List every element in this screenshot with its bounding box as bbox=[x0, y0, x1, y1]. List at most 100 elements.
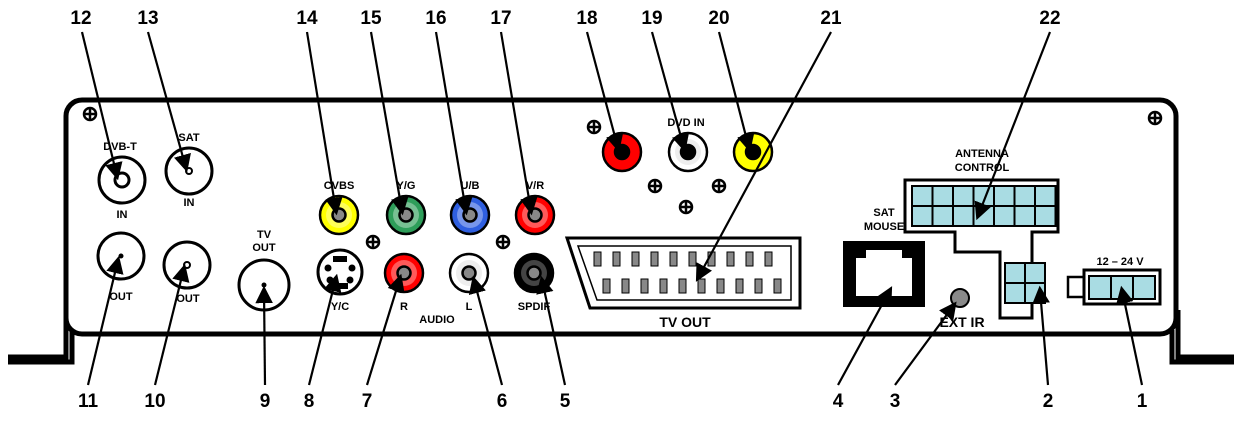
rf-out-connector bbox=[96, 231, 146, 281]
scart-pin bbox=[754, 278, 763, 294]
callout-numbers-top: 12 13 14 15 16 17 18 19 20 21 22 bbox=[70, 8, 1060, 29]
callout-22: 22 bbox=[1039, 8, 1060, 29]
label-v-r: V/R bbox=[526, 180, 544, 192]
label-l: L bbox=[466, 301, 473, 313]
right-foot bbox=[1169, 310, 1234, 365]
label-antenna: ANTENNA bbox=[955, 148, 1009, 160]
antenna-pin bbox=[993, 185, 1016, 207]
screws bbox=[82, 106, 1163, 250]
leader-4 bbox=[837, 286, 893, 386]
label-ext-ir: EXT IR bbox=[939, 314, 984, 330]
leader-13 bbox=[146, 31, 191, 173]
callout-4: 4 bbox=[833, 391, 844, 412]
callout-1: 1 bbox=[1137, 391, 1148, 412]
scart-pin bbox=[621, 278, 630, 294]
dvb-t-in-connector bbox=[97, 155, 147, 205]
callout-7: 7 bbox=[362, 391, 373, 412]
v-r-jack bbox=[514, 194, 556, 236]
label-sat: SAT bbox=[178, 132, 199, 144]
antenna-pin bbox=[1013, 185, 1036, 207]
antenna-pin bbox=[931, 185, 954, 207]
leader-8 bbox=[307, 273, 342, 386]
scart-pin bbox=[688, 251, 697, 267]
antenna-control-connector bbox=[903, 178, 1060, 320]
leader-7 bbox=[365, 273, 405, 386]
label-antenna-control: CONTROL bbox=[955, 162, 1010, 174]
callout-9: 9 bbox=[260, 391, 271, 412]
left-foot bbox=[8, 310, 75, 365]
screw bbox=[711, 178, 727, 194]
antenna-pin bbox=[952, 205, 975, 227]
callout-3: 3 bbox=[890, 391, 901, 412]
scart-pin bbox=[678, 278, 687, 294]
scart-pin bbox=[764, 251, 773, 267]
leader-1 bbox=[1116, 285, 1144, 386]
label-cvbs: CVBS bbox=[324, 180, 355, 192]
screw bbox=[82, 106, 98, 122]
connector-labels: DVB-T IN SAT IN OUT OUT TV OUT CVBS Y/G … bbox=[103, 117, 1144, 330]
label-tv: TV bbox=[257, 229, 272, 241]
leader-2 bbox=[1032, 285, 1050, 386]
antenna-pin bbox=[911, 205, 934, 227]
antenna-pin bbox=[972, 205, 995, 227]
leader-3 bbox=[894, 301, 957, 386]
leader-lines bbox=[80, 31, 1144, 386]
scart-pin bbox=[745, 251, 754, 267]
scart-pin bbox=[735, 278, 744, 294]
scart-connector bbox=[564, 236, 802, 310]
label-dvb-t: DVB-T bbox=[103, 141, 137, 153]
label-power: 12 – 24 V bbox=[1096, 256, 1144, 268]
antenna-pin bbox=[1013, 205, 1036, 227]
callout-17: 17 bbox=[490, 8, 511, 29]
label-tv-out: OUT bbox=[252, 242, 276, 254]
callout-5: 5 bbox=[560, 391, 571, 412]
callout-20: 20 bbox=[708, 8, 729, 29]
antenna-pin bbox=[1034, 205, 1057, 227]
antenna-pin bbox=[1004, 282, 1026, 304]
callout-19: 19 bbox=[641, 8, 662, 29]
label-dvd-in: DVD IN bbox=[667, 117, 704, 129]
label-spdif: SPDIF bbox=[518, 301, 551, 313]
antenna-pin bbox=[931, 205, 954, 227]
dvd-in-white-jack bbox=[667, 131, 709, 173]
leader-9 bbox=[255, 285, 273, 386]
scart-pin bbox=[593, 251, 602, 267]
antenna-pin bbox=[993, 205, 1016, 227]
spdif-jack bbox=[513, 252, 555, 294]
leader-11 bbox=[86, 255, 124, 386]
callout-12: 12 bbox=[70, 8, 91, 29]
u-b-jack bbox=[449, 194, 491, 236]
antenna-pin bbox=[1004, 262, 1026, 284]
antenna-pin bbox=[911, 185, 934, 207]
leader-6 bbox=[468, 275, 504, 386]
label-out-1: OUT bbox=[109, 291, 133, 303]
screw bbox=[586, 119, 602, 135]
scart-pin bbox=[612, 251, 621, 267]
screw bbox=[678, 199, 694, 215]
callout-6: 6 bbox=[497, 391, 508, 412]
screw bbox=[495, 234, 511, 250]
antenna-pin bbox=[1024, 282, 1046, 304]
label-y-g: Y/G bbox=[397, 180, 416, 192]
sat-in-connector bbox=[164, 146, 214, 196]
antenna-pin bbox=[952, 185, 975, 207]
callout-16: 16 bbox=[425, 8, 446, 29]
scart-pin bbox=[716, 278, 725, 294]
sat-mouse-port bbox=[843, 241, 925, 307]
label-dvb-t-in: IN bbox=[117, 209, 128, 221]
scart-pin bbox=[669, 251, 678, 267]
leader-14 bbox=[305, 31, 343, 216]
antenna-pin bbox=[1034, 185, 1057, 207]
leader-18 bbox=[585, 31, 624, 153]
label-out-2: OUT bbox=[176, 293, 200, 305]
y-g-jack bbox=[385, 194, 427, 236]
leader-20 bbox=[717, 31, 755, 153]
screw bbox=[647, 178, 663, 194]
callout-8: 8 bbox=[304, 391, 315, 412]
s-video-connector bbox=[316, 248, 364, 296]
label-scart-tv-out: TV OUT bbox=[659, 314, 711, 330]
antenna-control-pins bbox=[911, 185, 1057, 304]
callout-15: 15 bbox=[360, 8, 382, 29]
leader-5 bbox=[536, 275, 567, 386]
